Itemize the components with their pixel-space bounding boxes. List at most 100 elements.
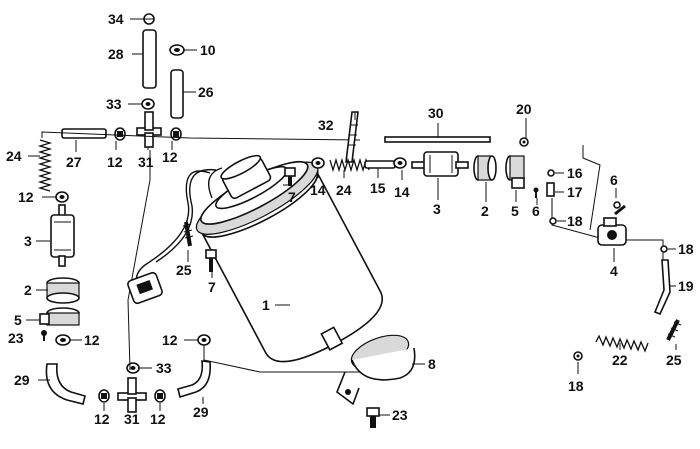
part-12-clamp-g <box>197 334 211 346</box>
callout-14: 14 <box>310 182 326 198</box>
callout-31: 31 <box>138 154 154 170</box>
part-5-bracket-right <box>505 155 525 189</box>
callout-30: 30 <box>428 105 444 121</box>
callout-4: 4 <box>610 263 618 279</box>
part-6-screw-valve <box>613 201 621 209</box>
callout-16: 16 <box>567 165 583 181</box>
part-29-hose-left <box>45 363 86 405</box>
part-8-strap-clamp <box>336 334 416 406</box>
callout-20: 20 <box>516 101 532 117</box>
callout-18: 18 <box>567 213 583 229</box>
part-22-spring <box>595 334 649 353</box>
callout-24: 24 <box>336 182 352 198</box>
part-24-spring-middle <box>329 157 370 173</box>
part-30-rod <box>384 136 491 143</box>
callout-18: 18 <box>568 378 584 394</box>
callout-7: 7 <box>288 189 296 205</box>
part-3-fuel-filter <box>50 204 75 267</box>
part-6-screw-small <box>533 187 539 198</box>
callout-12: 12 <box>150 411 166 427</box>
callout-18: 18 <box>678 241 694 257</box>
callout-labels: 34 28 10 26 33 24 27 12 31 12 12 3 2 5 2… <box>6 11 694 427</box>
part-5-bracket <box>39 307 80 326</box>
callout-27: 27 <box>66 154 82 170</box>
callout-34: 34 <box>108 11 124 27</box>
part-33-clamp <box>141 98 155 110</box>
part-12-clamp-b <box>170 127 182 141</box>
callout-29: 29 <box>14 372 30 388</box>
part-34-cap <box>143 13 155 25</box>
part-7-bolt-lower <box>205 249 217 272</box>
callout-12: 12 <box>94 411 110 427</box>
callout-1: 1 <box>262 297 270 313</box>
part-18-washer-b <box>660 245 668 253</box>
callout-12: 12 <box>162 149 178 165</box>
wire-connector <box>127 271 163 305</box>
callout-10: 10 <box>200 42 216 58</box>
part-31-t-fitting <box>136 111 162 148</box>
callout-5: 5 <box>511 203 519 219</box>
part-20-washer <box>519 137 529 147</box>
callout-24: 24 <box>6 148 22 164</box>
callout-15: 15 <box>370 180 386 196</box>
callout-28: 28 <box>108 46 124 62</box>
part-18-washer-a <box>549 217 557 225</box>
part-14-clamp-right <box>393 157 407 169</box>
callout-leaders <box>26 18 677 416</box>
part-31-t-fitting-lower <box>117 377 147 413</box>
assembly-guide-lines <box>41 131 664 373</box>
part-23-bolt <box>366 407 380 428</box>
callout-33: 33 <box>106 96 122 112</box>
part-4-valve <box>597 204 627 246</box>
callout-3: 3 <box>24 233 32 249</box>
part-18-washer-c <box>573 351 583 361</box>
part-24-spring <box>37 139 53 192</box>
part-12-clamp-a <box>114 127 126 141</box>
callout-3: 3 <box>433 201 441 217</box>
part-19-cable <box>653 259 671 316</box>
callout-12: 12 <box>18 189 34 205</box>
part-12-clamp-e <box>98 389 110 403</box>
callout-8: 8 <box>428 356 436 372</box>
part-14-clamp-left <box>311 157 325 169</box>
callout-2: 2 <box>24 282 32 298</box>
part-2-rubber-right <box>473 155 497 181</box>
part-15-pipe <box>364 160 396 169</box>
part-33-clamp-lower <box>126 362 140 374</box>
part-16-washer <box>547 169 555 177</box>
callout-7: 7 <box>208 279 216 295</box>
callout-12: 12 <box>84 332 100 348</box>
part-3-filter-right <box>411 151 469 177</box>
part-32-wire-band <box>345 111 359 163</box>
part-12-clamp-c <box>55 191 69 203</box>
callout-25: 25 <box>666 352 682 368</box>
callout-32: 32 <box>318 117 334 133</box>
callout-31: 31 <box>124 411 140 427</box>
callout-5: 5 <box>14 312 22 328</box>
part-26-hose <box>170 69 184 119</box>
part-10-clamp <box>169 44 185 56</box>
callout-26: 26 <box>198 84 214 100</box>
callout-17: 17 <box>567 184 583 200</box>
left-fuel-line-assembly <box>37 13 212 413</box>
part-29-hose-right <box>177 360 212 399</box>
part-12-clamp-d <box>55 334 71 346</box>
part-23-screw <box>41 330 47 341</box>
part-1-fuel-pump <box>127 154 383 363</box>
callout-6: 6 <box>532 203 540 219</box>
part-2-rubber-sleeve <box>46 277 80 304</box>
callout-19: 19 <box>678 278 694 294</box>
part-25-screw <box>182 221 194 247</box>
part-12-clamp-f <box>154 389 166 403</box>
part-17-pin <box>546 182 555 197</box>
callout-12: 12 <box>162 332 178 348</box>
callout-14: 14 <box>394 184 410 200</box>
callout-12: 12 <box>107 154 123 170</box>
part-28-hose <box>142 29 157 89</box>
callout-2: 2 <box>481 203 489 219</box>
callout-23: 23 <box>8 330 24 346</box>
callout-25: 25 <box>176 262 192 278</box>
callout-33: 33 <box>156 360 172 376</box>
callout-29: 29 <box>193 404 209 420</box>
